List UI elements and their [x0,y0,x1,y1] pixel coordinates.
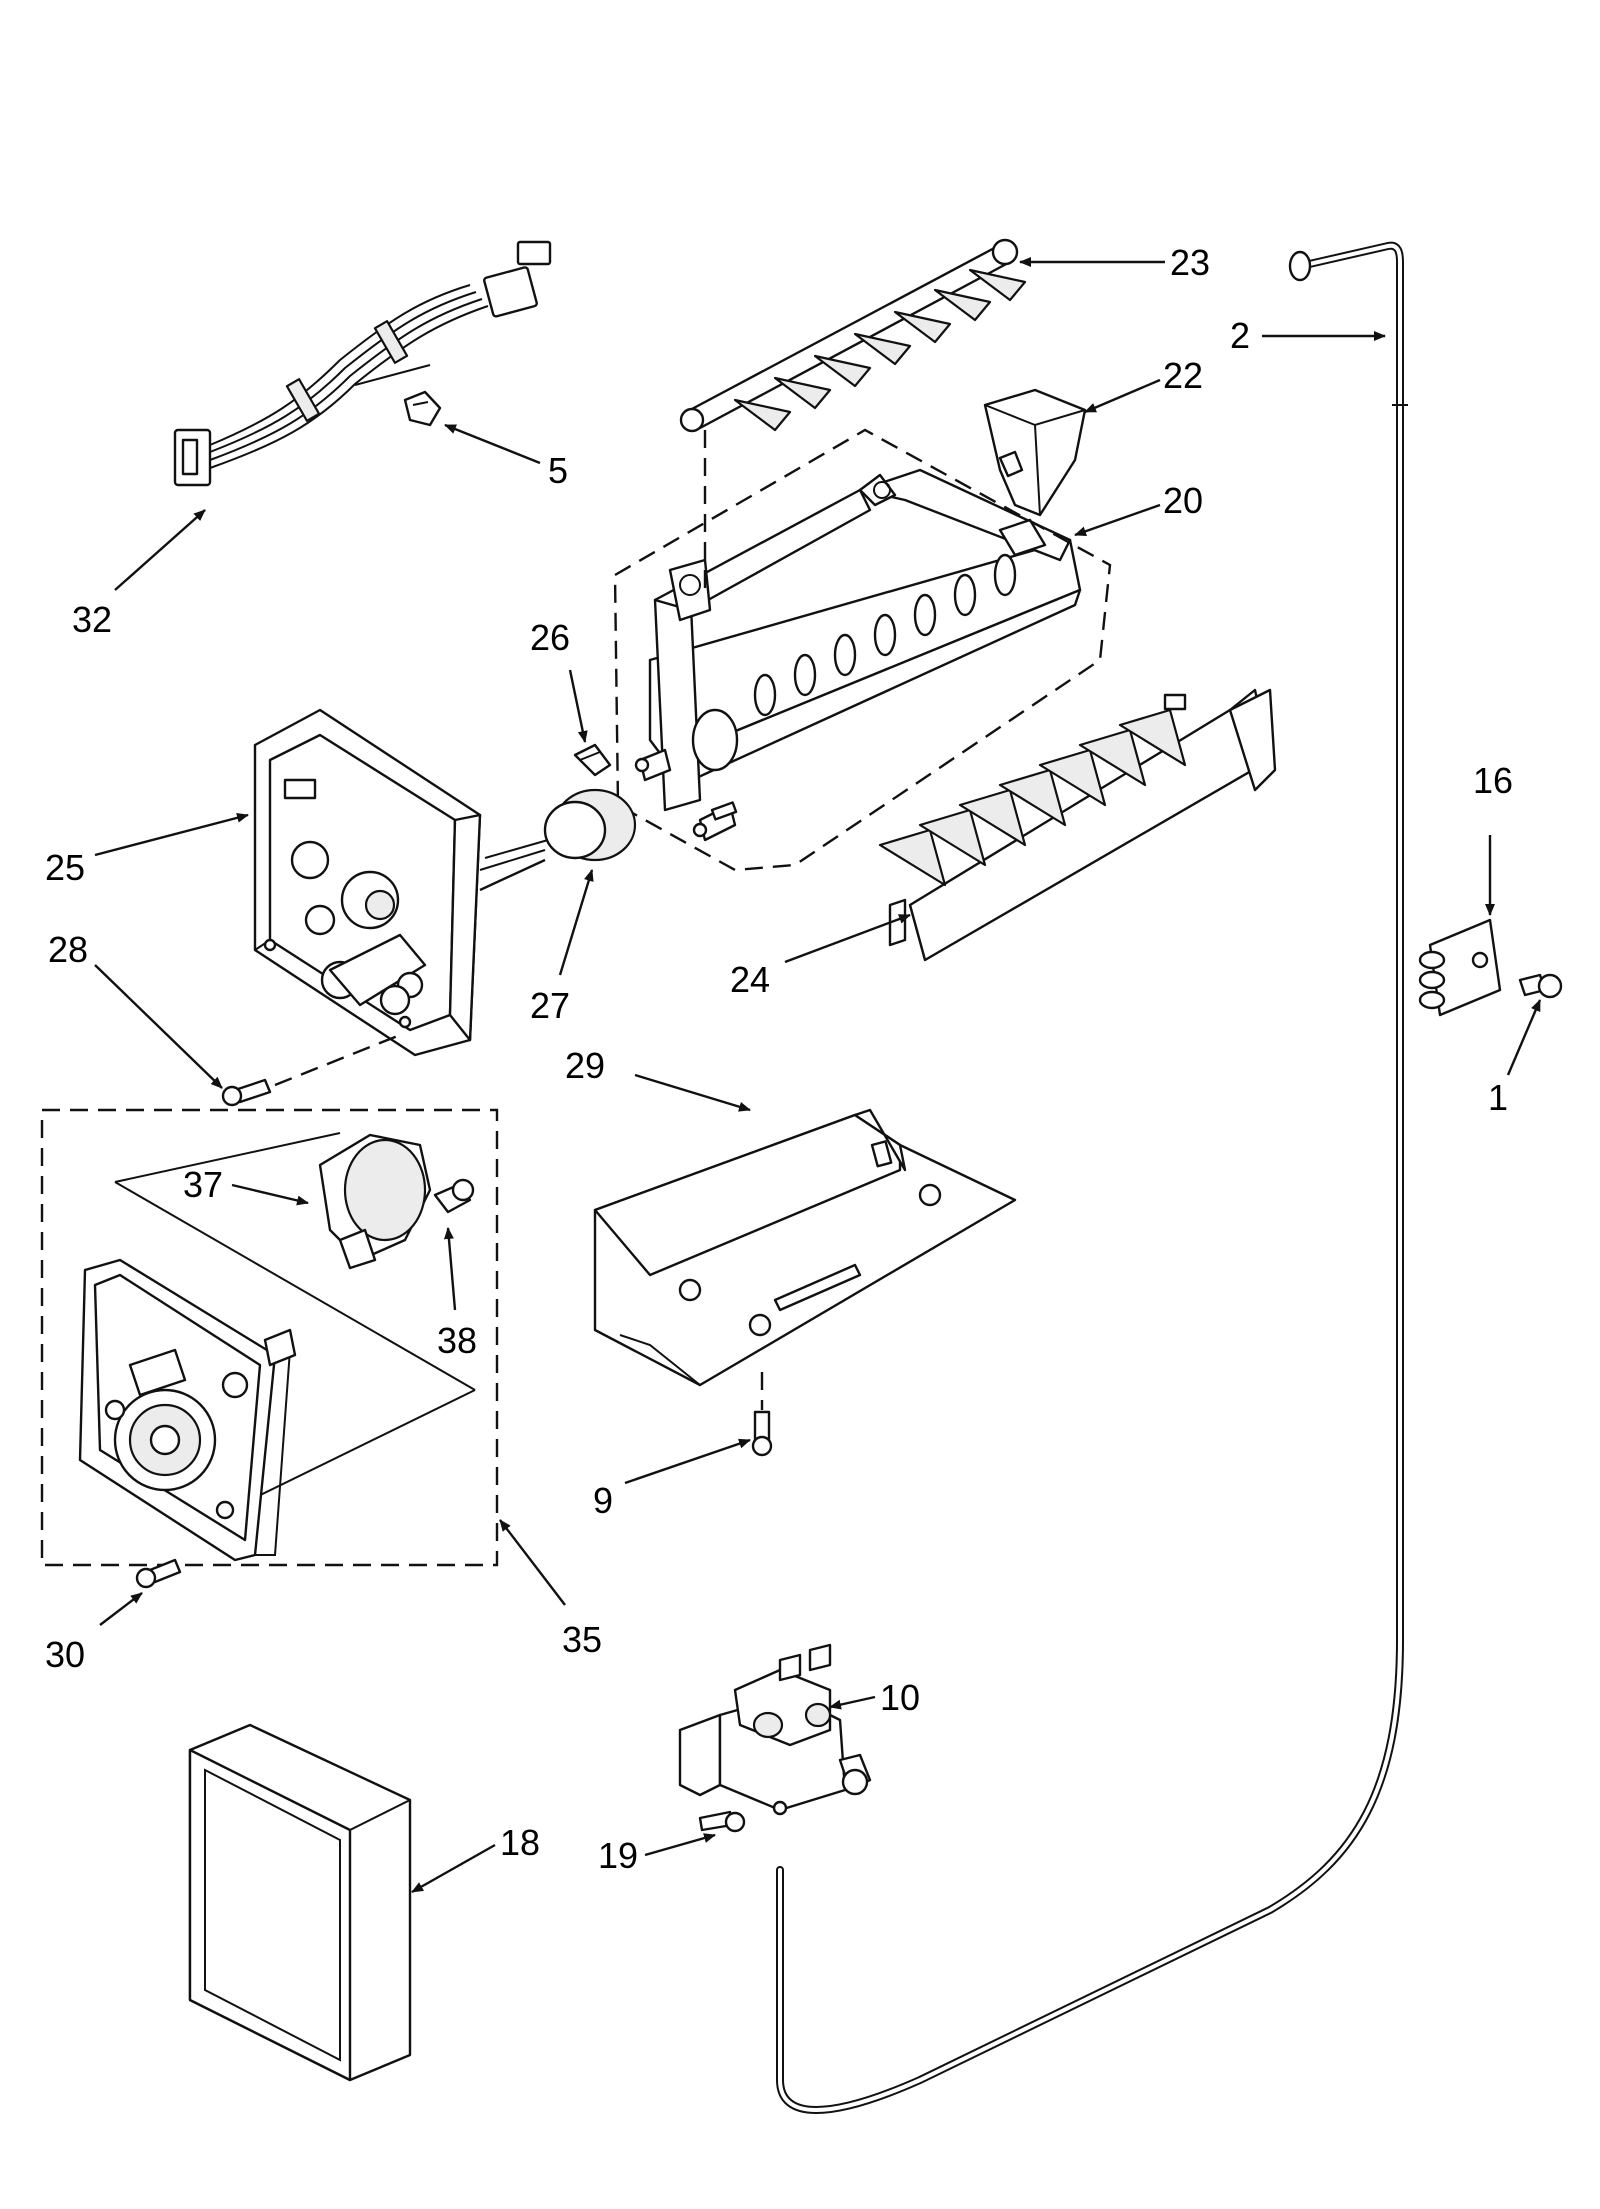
ice-mold-20 [634,468,1082,842]
thermostat-27 [479,788,637,871]
callout-10: 10 [880,1677,920,1718]
screw-9 [751,1410,773,1457]
screw-28 [221,1078,272,1107]
tube-clamp-16 [1418,918,1502,1017]
callout-2: 2 [1230,315,1250,356]
callout-28: 28 [48,929,88,970]
callout-23: 23 [1170,242,1210,283]
callout-27: 27 [530,985,570,1026]
stripper-24 [878,688,1277,962]
callout-26: 26 [530,617,570,658]
callout-19: 19 [598,1835,638,1876]
callout-5: 5 [548,450,568,491]
callout-labels: 23 2 22 20 5 32 26 16 25 24 28 27 29 1 3… [45,242,1513,1876]
wire-harness-32 [173,240,552,487]
callout-9: 9 [593,1480,613,1521]
screw-1 [1518,973,1563,999]
fill-tube-2 [776,241,1408,2114]
callout-1: 1 [1488,1077,1508,1118]
screw-30 [135,1558,182,1589]
screw-28-alignment-line [274,1033,401,1087]
callout-35: 35 [562,1619,602,1660]
screw-19 [698,1810,746,1833]
callout-20: 20 [1163,480,1203,521]
cover-22 [983,388,1087,517]
callout-38: 38 [437,1320,477,1361]
callout-24: 24 [730,959,770,1000]
ejector-23 [679,238,1027,433]
callout-30: 30 [45,1634,85,1675]
motor-37 [318,1133,432,1270]
screw-38 [433,1178,475,1214]
thermostat-clip-26 [573,743,612,777]
callout-29: 29 [565,1045,605,1086]
ice-mold-dashed-outline [613,428,1112,872]
callout-22: 22 [1163,355,1203,396]
callout-16: 16 [1473,760,1513,801]
shield-29 [593,1108,1017,1387]
motor-assembly-group-35 [40,1108,499,1567]
leader-lines [94,257,1542,1894]
water-valve-10 [678,1643,872,1816]
callout-32: 32 [72,599,112,640]
control-housing-25 [253,708,546,1057]
callout-25: 25 [45,847,85,888]
wire-clip-5 [403,390,442,427]
gear-plate-35 [78,1258,297,1562]
cover-panel-18 [188,1723,412,2082]
callout-18: 18 [500,1822,540,1863]
callout-37: 37 [183,1164,223,1205]
